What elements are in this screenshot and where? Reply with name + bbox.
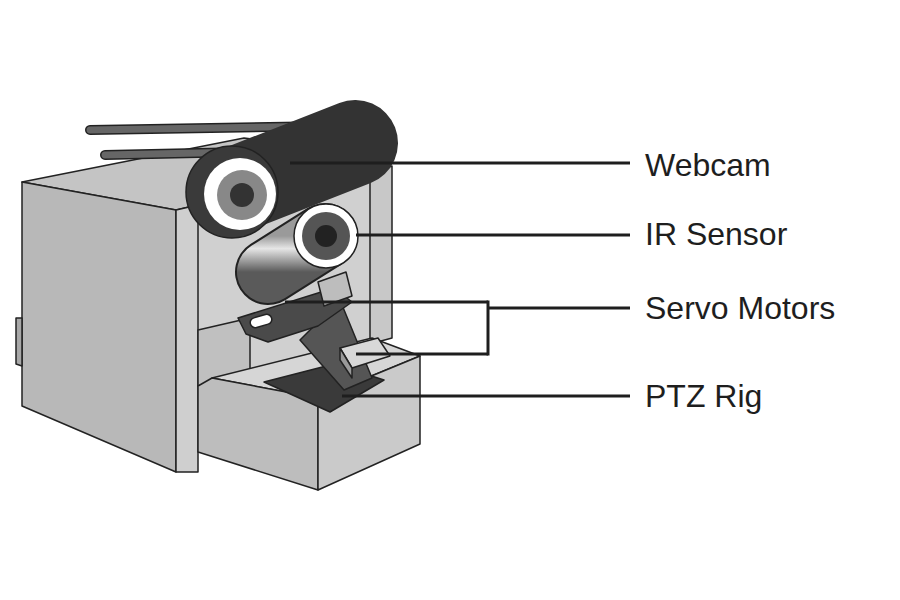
part-label: Servo Motors: [645, 290, 835, 327]
leader-line: [356, 234, 630, 237]
webcam-lens-ring: [204, 158, 276, 230]
part-label: Webcam: [645, 147, 771, 184]
leader-line: [285, 301, 488, 304]
housing-pillar: [370, 166, 392, 344]
webcam-lens: [217, 170, 267, 220]
ir-lens-center: [315, 225, 337, 247]
housing-pillar: [176, 205, 198, 472]
ir-lens: [302, 212, 350, 260]
part-label: IR Sensor: [645, 216, 787, 253]
leader-line: [488, 307, 630, 310]
part-label: PTZ Rig: [645, 378, 762, 415]
ir-lens-ring: [294, 204, 358, 268]
leader-lines: [285, 163, 630, 396]
leader-line: [290, 162, 630, 165]
webcam-lens-center: [230, 183, 254, 207]
leader-line: [356, 353, 488, 356]
housing-left-face: [22, 182, 176, 472]
webcam-front: [186, 146, 278, 238]
bracket-slot: [249, 313, 273, 329]
servo-motor: [340, 348, 352, 378]
leader-line: [342, 395, 630, 398]
housing-tab: [16, 318, 22, 366]
webcam-drawing: [90, 126, 355, 238]
